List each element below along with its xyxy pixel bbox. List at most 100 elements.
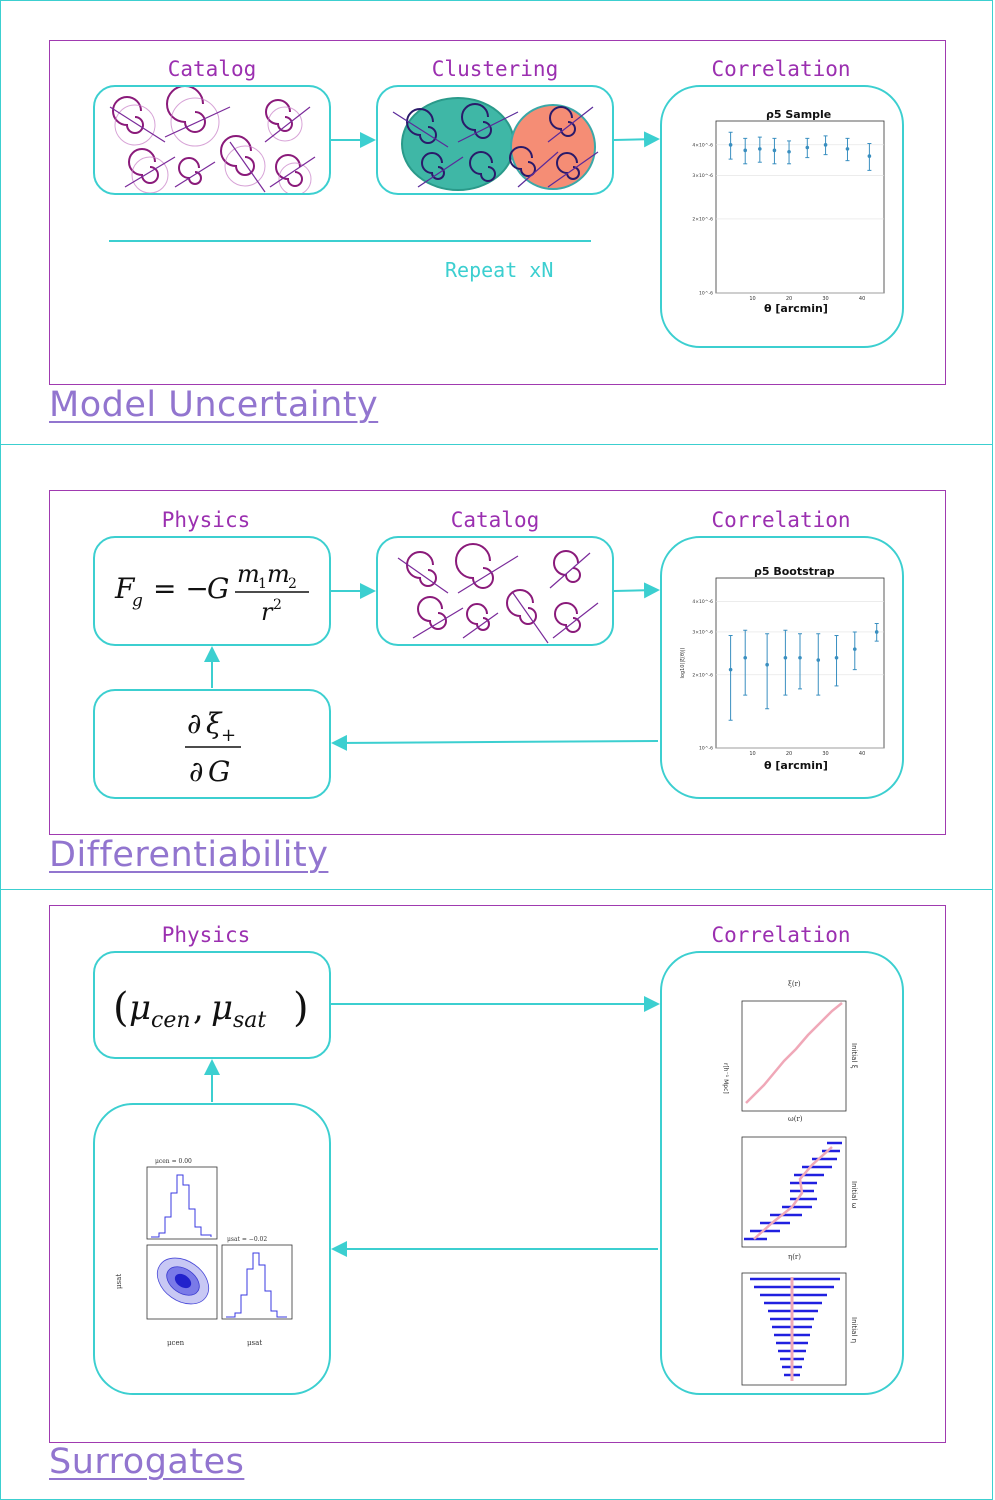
svg-text:sat: sat <box>233 1008 266 1033</box>
data-point <box>758 147 762 151</box>
galaxy-catalog-image <box>397 543 599 644</box>
y-tick-label: 2×10^-6 <box>692 672 713 678</box>
rho5-sample-chart: 10^-6 2×10^-6 3×10^-6 4×10^-6 10 20 30 40 <box>692 120 885 302</box>
svg-text:μ: μ <box>129 988 151 1028</box>
clustering-image <box>392 97 599 191</box>
data-point <box>805 145 810 150</box>
catalog-box <box>93 85 331 195</box>
data-point <box>783 655 788 660</box>
svg-text:ξ: ξ <box>206 707 223 740</box>
x-tick-label: 30 <box>822 751 828 757</box>
differentiability-frame <box>49 490 946 835</box>
y-tick-label: 3×10^-6 <box>692 629 713 635</box>
corner-ylabel: μsat <box>115 1274 123 1289</box>
svg-text:(: ( <box>113 985 129 1031</box>
corner-plot: μcen = 0.00 μsat = −0.02 μcen μsat μsat <box>115 1158 293 1347</box>
correlation-box: ρ5 Sample 10^-6 2×10^-6 3×10^-6 4×10^-6 10 20… <box>660 85 904 348</box>
panel-title-xi: ξ(r) <box>788 980 801 988</box>
chart-title: ρ5 Sample <box>766 108 832 121</box>
correlation-label: Correlation <box>711 57 851 81</box>
y-axis-label: log10(|ξ(θ)|) <box>680 647 686 678</box>
galaxy-catalog-image <box>109 87 316 193</box>
x-tick-label: 20 <box>786 751 792 757</box>
x-tick-label: 10 <box>749 296 755 302</box>
svg-text:,: , <box>193 988 204 1028</box>
section-title-model-uncertainty[interactable]: Model Uncertainty <box>49 385 379 425</box>
svg-text:): ) <box>293 985 309 1031</box>
svg-text:+: + <box>221 725 236 746</box>
corner-xlabel-1: μcen <box>167 1339 185 1347</box>
catalog-label: Catalog <box>450 508 540 532</box>
section-title-surrogates[interactable]: Surrogates <box>49 1442 245 1482</box>
corner-xlabel-2: μsat <box>247 1339 262 1347</box>
y-tick-label: 3×10^-6 <box>692 173 713 179</box>
chart-xlabel: θ [arcmin] <box>764 759 828 772</box>
x-tick-label: 30 <box>822 296 828 302</box>
physics-label: Physics <box>161 923 251 947</box>
surrogates-frame <box>49 905 946 1443</box>
data-point <box>743 655 748 660</box>
svg-text:r[h⁻¹ Mpc]: r[h⁻¹ Mpc] <box>722 1063 729 1094</box>
correlation-label: Correlation <box>711 923 851 947</box>
data-point <box>728 143 733 147</box>
svg-text:G: G <box>207 572 229 605</box>
svg-text:∂: ∂ <box>187 707 201 740</box>
x-tick-label: 20 <box>786 296 792 302</box>
correlation-label: Correlation <box>711 508 851 532</box>
physics-params-box: ( μ cen , μ sat ) <box>93 951 331 1059</box>
y-tick-label: 2×10^-6 <box>692 216 713 222</box>
posterior-box: μcen = 0.00 μsat = −0.02 μcen μsat μsat <box>93 1103 331 1395</box>
correlation-box: ξ(r) Initial ξ r[h⁻¹ Mpc] ω(r) Initial ω <box>660 951 904 1395</box>
svg-text:m: m <box>267 560 290 588</box>
clustering-box <box>376 85 614 195</box>
physics-equation-box: F g = − G m 1 m 2 r 2 <box>93 536 331 646</box>
corner-title-1: μcen = 0.00 <box>155 1158 192 1165</box>
panel-title-omega: ω(r) <box>788 1115 803 1123</box>
chart-xlabel: θ [arcmin] <box>764 302 828 315</box>
y-tick-label: 4×10^-6 <box>692 142 713 148</box>
svg-text:∂: ∂ <box>189 755 203 788</box>
gradient-equation: ∂ ξ + ∂ G <box>185 707 241 788</box>
gradient-box: ∂ ξ + ∂ G <box>93 689 331 799</box>
svg-text:m: m <box>237 560 260 588</box>
panel-title-eta: η(r) <box>788 1253 801 1261</box>
correlation-panels: ξ(r) Initial ξ r[h⁻¹ Mpc] ω(r) Initial ω <box>722 980 858 1386</box>
x-tick-label: 40 <box>859 296 865 302</box>
data-point <box>845 147 850 151</box>
catalog-box <box>376 536 614 646</box>
params-equation: ( μ cen , μ sat ) <box>113 985 309 1033</box>
panel-side-omega: Initial ω <box>850 1181 858 1209</box>
clustering-label: Clustering <box>431 57 559 81</box>
svg-text:G: G <box>208 755 230 788</box>
svg-text:cen: cen <box>151 1008 191 1033</box>
data-point <box>772 148 777 153</box>
svg-text:F: F <box>114 572 136 605</box>
arrows-panel-1 <box>109 131 660 242</box>
svg-text:= −: = − <box>153 572 209 605</box>
data-point <box>852 647 857 651</box>
x-tick-label: 40 <box>859 751 865 757</box>
section-title-differentiability[interactable]: Differentiability <box>49 835 329 875</box>
svg-text:2: 2 <box>273 597 282 613</box>
arrows-panel-2 <box>204 582 660 751</box>
model-uncertainty-frame <box>49 40 946 385</box>
svg-text:r: r <box>261 598 274 626</box>
physics-label: Physics <box>161 508 251 532</box>
y-tick-label: 10^-6 <box>699 291 713 297</box>
svg-text:μ: μ <box>211 988 233 1028</box>
catalog-label: Catalog <box>167 57 257 81</box>
corner-title-2: μsat = −0.02 <box>227 1236 267 1243</box>
data-point <box>816 658 821 662</box>
data-point <box>874 630 879 634</box>
x-tick-label: 10 <box>749 751 755 757</box>
svg-text:1: 1 <box>258 576 267 592</box>
data-point <box>765 662 769 667</box>
data-point <box>798 655 802 660</box>
y-tick-label: 10^-6 <box>699 746 713 752</box>
data-point <box>867 154 872 158</box>
repeat-label: Repeat xN <box>445 258 554 282</box>
svg-text:g: g <box>132 591 143 611</box>
